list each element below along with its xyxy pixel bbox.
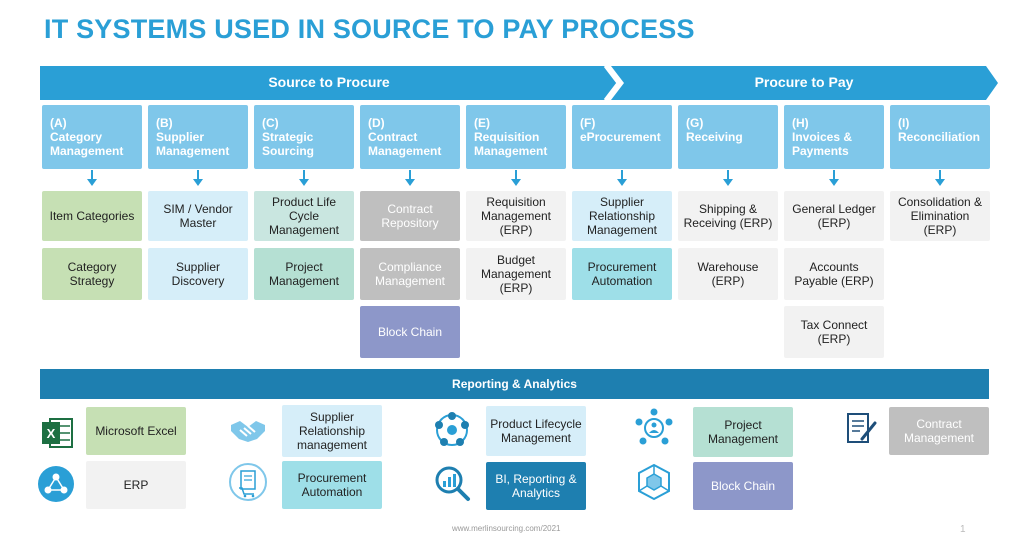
card-requisition-erp: Requisition Management (ERP) [466, 191, 566, 241]
cart-document-icon [229, 463, 267, 501]
card-supplier-discovery: Supplier Discovery [148, 248, 248, 300]
down-arrow [193, 170, 203, 188]
card-shipping-receiving: Shipping & Receiving (ERP) [678, 191, 778, 241]
legend-block-chain: Block Chain [693, 462, 793, 510]
legend-product-lifecycle: Product Lifecycle Management [486, 406, 586, 456]
down-arrow [617, 170, 627, 188]
header-category-management: (A)Category Management [42, 105, 142, 169]
header-eprocurement: (F)eProcurement [572, 105, 672, 169]
card-accounts-payable: Accounts Payable (ERP) [784, 248, 884, 300]
header-contract-management: (D)Contract Management [360, 105, 460, 169]
down-arrow [935, 170, 945, 188]
card-product-life-cycle: Product Life Cycle Management [254, 191, 354, 241]
contract-icon [847, 413, 877, 443]
card-contract-repository: Contract Repository [360, 191, 460, 241]
header-invoices-payments: (H)Invoices & Payments [784, 105, 884, 169]
header-requisition-management: (E)Requisition Management [466, 105, 566, 169]
source-to-procure-arrow [40, 66, 618, 100]
svg-text:X: X [47, 426, 56, 441]
legend-contract-management: Contract Management [889, 407, 989, 455]
process-banner [40, 66, 998, 100]
page-number: 1 [960, 524, 966, 535]
card-consolidation: Consolidation & Elimination (ERP) [890, 191, 990, 241]
footer-url: www.merlinsourcing.com/2021 [452, 524, 561, 533]
procure-to-pay-label: Procure to Pay [754, 74, 854, 90]
card-warehouse: Warehouse (ERP) [678, 248, 778, 300]
legend-bi-reporting: BI, Reporting & Analytics [486, 462, 586, 510]
header-strategic-sourcing: (C)Strategic Sourcing [254, 105, 354, 169]
page-title: IT SYSTEMS USED IN SOURCE TO PAY PROCESS [44, 14, 695, 44]
source-to-procure-label: Source to Procure [268, 74, 390, 90]
blockchain-icon [638, 463, 670, 501]
card-project-management: Project Management [254, 248, 354, 300]
legend-supplier-relationship: Supplier Relationship management [282, 405, 382, 457]
down-arrow [511, 170, 521, 188]
down-arrow [405, 170, 415, 188]
card-block-chain: Block Chain [360, 306, 460, 358]
header-reconciliation: (I)Reconciliation [890, 105, 990, 169]
card-sim-vendor-master: SIM / Vendor Master [148, 191, 248, 241]
excel-icon: X [42, 418, 73, 448]
down-arrow [829, 170, 839, 188]
procure-to-pay-arrow [611, 66, 998, 100]
legend-erp: ERP [86, 461, 186, 509]
analytics-magnifier-icon [435, 466, 470, 501]
legend-microsoft-excel: Microsoft Excel [86, 407, 186, 455]
legend-procurement-automation: Procurement Automation [282, 461, 382, 509]
down-arrow [723, 170, 733, 188]
header-receiving: (G)Receiving [678, 105, 778, 169]
card-general-ledger: General Ledger (ERP) [784, 191, 884, 241]
handshake-icon [231, 421, 265, 442]
card-procurement-automation: Procurement Automation [572, 248, 672, 300]
card-budget-erp: Budget Management (ERP) [466, 248, 566, 300]
erp-network-icon [38, 466, 74, 502]
lifecycle-icon [435, 412, 469, 446]
project-people-icon [635, 408, 673, 445]
card-item-categories: Item Categories [42, 191, 142, 241]
reporting-analytics-bar: Reporting & Analytics [40, 369, 989, 399]
card-tax-connect: Tax Connect (ERP) [784, 306, 884, 358]
down-arrow [87, 170, 97, 188]
card-category-strategy: Category Strategy [42, 248, 142, 300]
legend-project-management: Project Management [693, 407, 793, 457]
down-arrow [299, 170, 309, 188]
card-supplier-relationship: Supplier Relationship Management [572, 191, 672, 241]
header-supplier-management: (B)Supplier Management [148, 105, 248, 169]
card-compliance-management: Compliance Management [360, 248, 460, 300]
